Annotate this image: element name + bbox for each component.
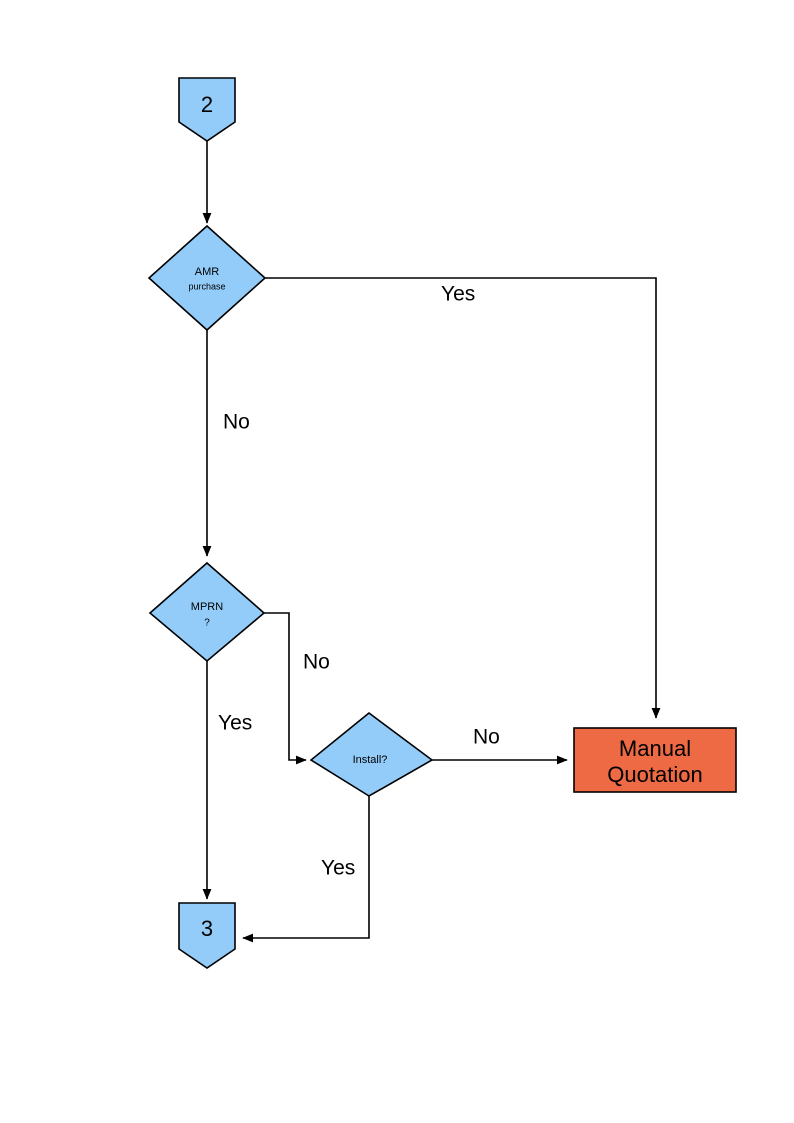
node-decision-mprn[interactable]: MPRN ? — [148, 561, 266, 663]
manual-quotation-label-line2: Quotation — [607, 762, 702, 787]
edge-label-install-no: No — [473, 726, 500, 749]
node-decision-amr[interactable]: AMR purchase — [147, 224, 267, 332]
connector-2-shape — [178, 77, 236, 142]
manual-quotation-shape — [573, 727, 737, 793]
edge-label-mprn-yes: Yes — [218, 712, 252, 735]
edge-label-mprn-no: No — [303, 651, 330, 674]
edge-label-install-yes: Yes — [321, 857, 355, 880]
decision-mprn-shape — [148, 561, 266, 663]
connector-3-shape — [178, 902, 236, 969]
decision-mprn-label-line2: ? — [204, 618, 210, 629]
node-connector-2[interactable]: 2 — [178, 77, 236, 142]
edge-label-amr-yes: Yes — [441, 283, 475, 306]
manual-quotation-label-line1: Manual — [619, 736, 691, 761]
edge-install-yes-to-connector3 — [242, 796, 370, 943]
edge-amr-yes-to-manual-quotation — [265, 277, 661, 719]
edge-mprn-no-to-install — [264, 612, 307, 765]
decision-amr-label-line1: AMR — [195, 266, 220, 278]
decision-amr-label-line2: purchase — [188, 281, 225, 291]
node-decision-install[interactable]: Install? — [309, 711, 434, 797]
connector-2-label: 2 — [201, 92, 213, 117]
node-connector-3[interactable]: 3 — [178, 902, 236, 969]
decision-install-shape — [309, 711, 434, 797]
decision-amr-shape — [147, 224, 267, 332]
decision-mprn-label-line1: MPRN — [191, 601, 223, 613]
node-process-manual-quotation[interactable]: Manual Quotation — [573, 727, 737, 793]
connector-3-label: 3 — [201, 916, 213, 941]
decision-install-label: Install? — [353, 754, 388, 766]
edge-label-amr-no: No — [223, 411, 250, 434]
